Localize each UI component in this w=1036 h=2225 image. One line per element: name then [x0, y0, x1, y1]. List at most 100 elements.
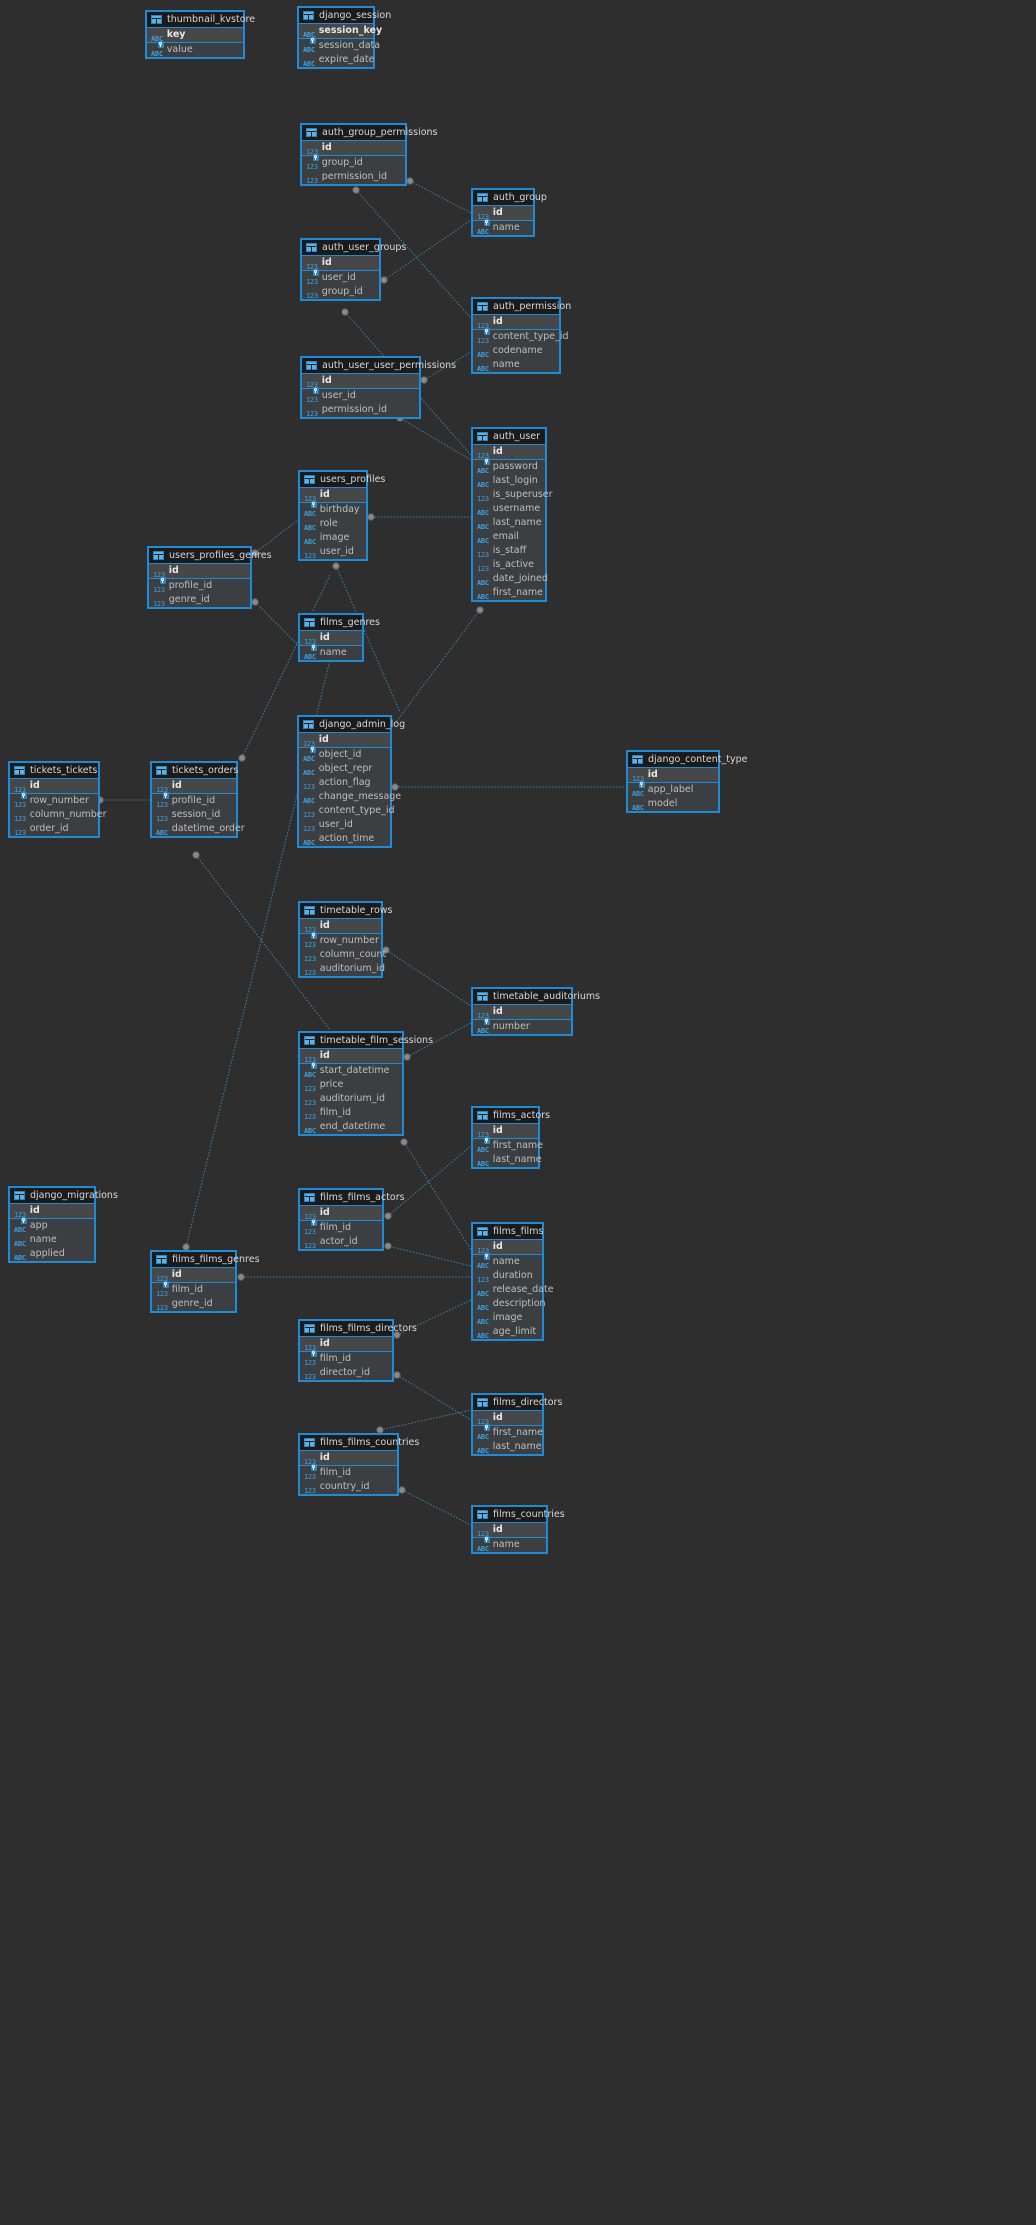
table-header[interactable]: users_profiles_genres — [149, 548, 272, 564]
table-header[interactable]: films_countries — [473, 1507, 565, 1523]
table-header[interactable]: auth_group_permissions — [302, 125, 438, 141]
table-header[interactable]: django_migrations — [10, 1188, 118, 1204]
table-header[interactable]: auth_user_user_permissions — [302, 358, 456, 374]
table-header[interactable]: films_films_directors — [300, 1321, 417, 1337]
table-header[interactable]: thumbnail_kvstore — [147, 12, 255, 28]
table-header[interactable]: django_content_type — [628, 752, 747, 768]
table-header[interactable]: films_films — [473, 1224, 543, 1240]
table-header[interactable]: users_profiles — [300, 472, 385, 488]
table-header[interactable]: films_directors — [473, 1395, 562, 1411]
table-header[interactable]: django_session — [299, 8, 391, 24]
table-header[interactable]: timetable_auditoriums — [473, 989, 600, 1005]
table-header[interactable]: films_films_countries — [300, 1435, 419, 1451]
table-header[interactable]: auth_user — [473, 429, 545, 445]
